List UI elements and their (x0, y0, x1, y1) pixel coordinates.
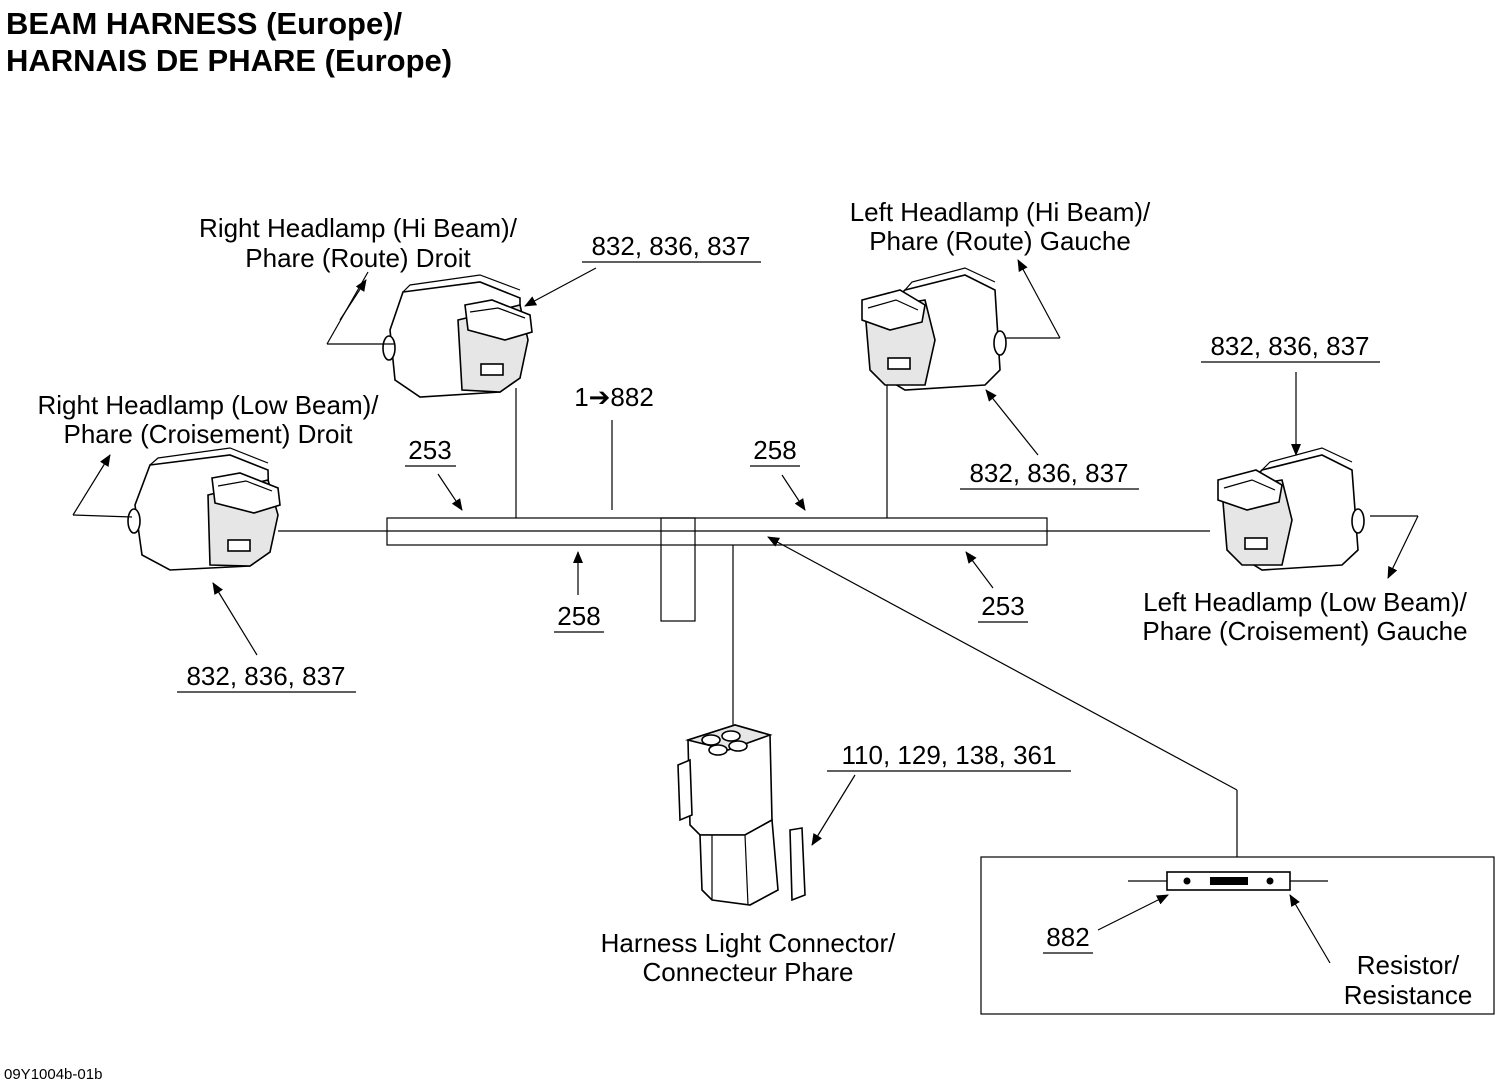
right-low-beam-label-line-2: Phare (Croisement) Droit (64, 419, 354, 449)
left-low-beam-label-line-2: Phare (Croisement) Gauche (1142, 616, 1467, 646)
right-low-beam-label-line-1: Right Headlamp (Low Beam)/ (37, 390, 379, 420)
left-hi-beam-headlamp (861, 267, 1007, 391)
ref-resistor-callout: 1➔882 (574, 382, 654, 412)
right-low-beam-headlamp (127, 447, 281, 571)
harness-connector-label-line-1: Harness Light Connector/ (601, 928, 897, 958)
ref-tube-253-right: 253 (981, 591, 1024, 621)
figure-code: 09Y1004b-01b (4, 1066, 102, 1083)
ref-underlines (177, 261, 1380, 954)
harness-connector-label-line-2: Connecteur Phare (642, 957, 853, 987)
resistor-label-line-1: Resistor/ (1357, 950, 1460, 980)
ref-right-low-pins: 832, 836, 837 (186, 661, 345, 691)
left-low-beam-label-line-1: Left Headlamp (Low Beam)/ (1143, 587, 1467, 617)
ref-left-low-pins: 832, 836, 837 (1210, 331, 1369, 361)
left-hi-beam-label-line-1: Left Headlamp (Hi Beam)/ (850, 197, 1151, 227)
right-hi-beam-headlamp (382, 274, 533, 398)
ref-tube-258-top: 258 (753, 435, 796, 465)
harness-trunk (278, 383, 1210, 728)
ref-connector-pins: 110, 129, 138, 361 (842, 740, 1057, 770)
harness-light-connector (677, 724, 806, 906)
ref-resistor-882: 882 (1046, 922, 1089, 952)
resistor-detail-box (980, 790, 1495, 1015)
ref-tube-258-bottom: 258 (557, 601, 600, 631)
resistor-label-line-2: Resistance (1344, 980, 1473, 1010)
ref-tube-253-left: 253 (408, 435, 451, 465)
right-hi-beam-label-line-1: Right Headlamp (Hi Beam)/ (199, 213, 518, 243)
leader-lines (72, 259, 1419, 964)
ref-right-hi-pins: 832, 836, 837 (591, 231, 750, 261)
diagram-title-line-2: HARNAIS DE PHARE (Europe) (6, 43, 452, 78)
left-hi-beam-label-line-2: Phare (Route) Gauche (869, 226, 1131, 256)
right-hi-beam-label-line-2: Phare (Route) Droit (245, 243, 471, 273)
diagram-title-line-1: BEAM HARNESS (Europe)/ (6, 6, 403, 41)
left-low-beam-headlamp (1217, 447, 1365, 571)
ref-left-hi-pins: 832, 836, 837 (969, 458, 1128, 488)
